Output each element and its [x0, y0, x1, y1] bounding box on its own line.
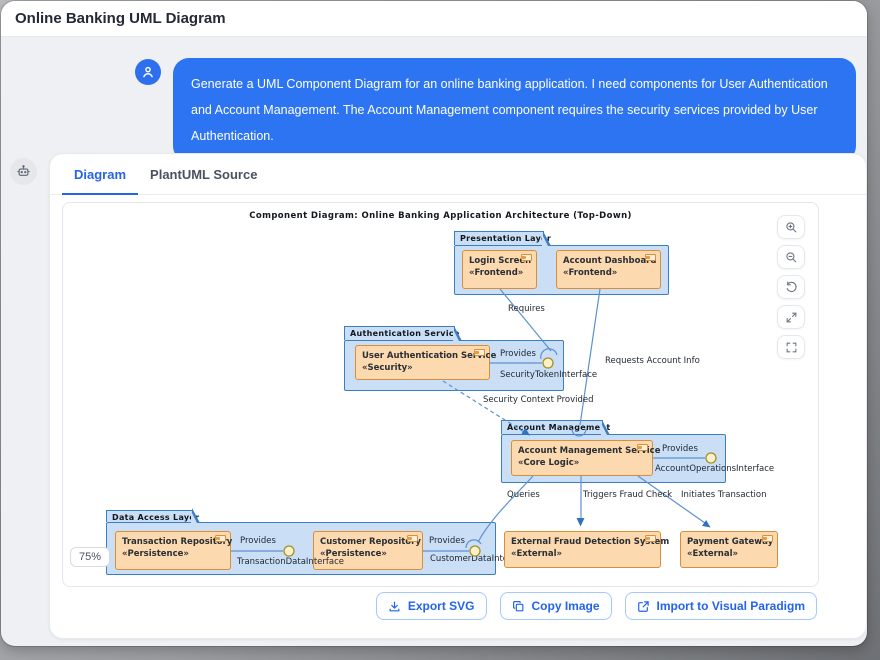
component-icon	[474, 349, 485, 356]
export-svg-button[interactable]: Export SVG	[375, 592, 487, 620]
link-label-queries: Queries	[507, 490, 540, 500]
expand-button[interactable]	[777, 305, 805, 329]
component-icon	[645, 535, 656, 542]
tab-plantuml-source[interactable]: PlantUML Source	[150, 167, 258, 182]
copy-image-button[interactable]: Copy Image	[499, 592, 612, 620]
tab-bar: Diagram PlantUML Source	[50, 154, 866, 195]
provides-label-security-token: Provides	[500, 349, 536, 359]
copy-icon	[512, 600, 523, 611]
external-link-icon	[637, 600, 649, 612]
zoom-level-badge: 75%	[70, 547, 111, 567]
link-label-triggers-fraud: Triggers Fraud Check	[583, 490, 673, 500]
link-label-security-context: Security Context Provided	[483, 395, 594, 405]
component-transaction-repository: Transaction Repository «Persistence»	[115, 531, 232, 570]
component-icon	[521, 254, 532, 261]
app-header: Online Banking UML Diagram	[1, 1, 867, 37]
provides-label-customer-data: Provides	[429, 536, 465, 546]
interface-label-transaction-data: TransactionDataInterface	[237, 557, 344, 567]
component-icon	[645, 254, 656, 261]
interface-label-account-ops: AccountOperationsInterface	[655, 464, 775, 474]
uml-diagram: Component Diagram: Online Banking Applic…	[63, 203, 818, 586]
connector-lines	[231, 288, 717, 557]
link-label-initiates-transaction: Initiates Transaction	[681, 490, 767, 500]
component-user-authentication-service: User Authentication Service «Security»	[355, 345, 496, 380]
provides-label-transaction-data: Provides	[240, 536, 276, 546]
component-icon	[215, 535, 226, 542]
fullscreen-icon	[786, 342, 796, 352]
component-external-fraud-detection: External Fraud Detection System «Externa…	[504, 531, 669, 568]
package-authentication-service-tab: Authentication Service	[344, 326, 462, 341]
component-account-dashboard: Account Dashboard «Frontend»	[556, 250, 661, 289]
component-customer-repository: Customer Repository «Persistence»	[313, 531, 423, 570]
interface-label-customer-data: CustomerDataInterface	[430, 554, 530, 564]
download-icon	[389, 601, 400, 611]
package-data-access-layer-tab: Data Access Layer	[106, 508, 200, 523]
person-icon	[143, 66, 153, 78]
diagram-canvas[interactable]: Component Diagram: Online Banking Applic…	[62, 202, 819, 587]
app-window: Online Banking UML Diagram Generate a UM…	[1, 1, 867, 646]
component-icon	[637, 444, 648, 451]
link-label-requires: Requires	[508, 304, 545, 314]
zoom-out-icon	[785, 251, 796, 262]
provides-label-account-ops: Provides	[662, 444, 698, 454]
diagram-title: Component Diagram: Online Banking Applic…	[249, 211, 632, 221]
component-icon	[407, 535, 418, 542]
page-title: Online Banking UML Diagram	[15, 10, 226, 27]
tab-diagram[interactable]: Diagram	[62, 154, 139, 195]
diagram-card: Diagram PlantUML Source Component Diagra…	[49, 153, 867, 639]
bot-avatar	[10, 158, 37, 185]
interface-label-security-token: SecurityTokenInterface	[500, 370, 598, 380]
component-account-management-service: Account Management Service «Core Logic»	[511, 440, 660, 476]
expand-icon	[786, 312, 796, 322]
link-label-requests-account-info: Requests Account Info	[605, 356, 700, 366]
component-icon	[762, 535, 773, 542]
user-avatar	[135, 59, 161, 85]
package-presentation-layer-tab: Presentation Layer	[454, 231, 551, 246]
import-visual-paradigm-button[interactable]: Import to Visual Paradigm	[624, 592, 817, 620]
component-login-screen: Login Screen «Frontend»	[462, 250, 537, 289]
reset-view-icon	[786, 281, 797, 292]
fullscreen-button[interactable]	[777, 335, 805, 359]
footer-actions: Export SVG Copy Image Import to Visual P…	[375, 592, 817, 620]
user-message-bubble: Generate a UML Component Diagram for an …	[173, 58, 856, 162]
zoom-in-button[interactable]	[777, 215, 805, 239]
zoom-controls	[777, 215, 805, 359]
component-payment-gateway: Payment Gateway «External»	[680, 531, 778, 568]
robot-icon	[17, 165, 30, 176]
zoom-out-button[interactable]	[777, 245, 805, 269]
user-message-text: Generate a UML Component Diagram for an …	[191, 77, 828, 143]
zoom-in-icon	[785, 221, 796, 232]
reset-view-button[interactable]	[777, 275, 805, 299]
